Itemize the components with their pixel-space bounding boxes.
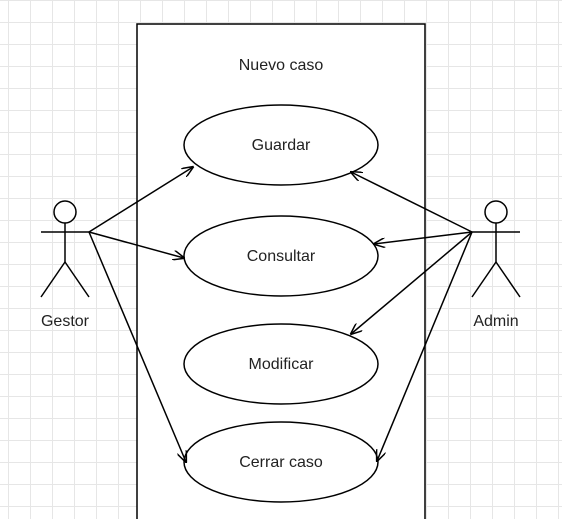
actor-admin-head [484,200,508,224]
association-admin-modificar[interactable] [351,231,473,334]
association-gestor-consultar[interactable] [88,231,184,258]
use-case-cerrar-caso-label: Cerrar caso [239,454,323,471]
actor-admin[interactable]: Admin [471,200,521,330]
actor-admin-right-leg [495,261,521,298]
association-gestor-guardar[interactable] [88,167,193,233]
use-case-guardar[interactable]: Guardar [183,104,379,186]
association-gestor-cerrar-caso[interactable] [88,231,186,462]
actor-admin-left-leg [471,261,497,298]
use-case-modificar[interactable]: Modificar [183,323,379,405]
actor-gestor-right-leg [64,261,90,298]
use-case-cerrar-caso[interactable]: Cerrar caso [183,421,379,503]
use-case-modificar-label: Modificar [249,356,315,373]
association-admin-consultar[interactable] [374,231,473,244]
association-admin-cerrar-caso[interactable] [377,231,473,461]
system-title: Nuevo caso [239,57,324,74]
use-case-guardar-label: Guardar [252,137,311,154]
actor-admin-label: Admin [473,313,518,330]
actor-gestor-head [53,200,77,224]
actor-gestor-label: Gestor [41,313,90,330]
use-case-consultar[interactable]: Consultar [183,215,379,297]
use-case-guardar-shape[interactable] [183,104,379,186]
actor-gestor[interactable]: Gestor [40,200,90,330]
use-case-consultar-label: Consultar [247,248,316,265]
use-case-modificar-shape[interactable] [183,323,379,405]
actor-gestor-left-leg [40,261,66,298]
association-admin-guardar[interactable] [351,172,473,233]
